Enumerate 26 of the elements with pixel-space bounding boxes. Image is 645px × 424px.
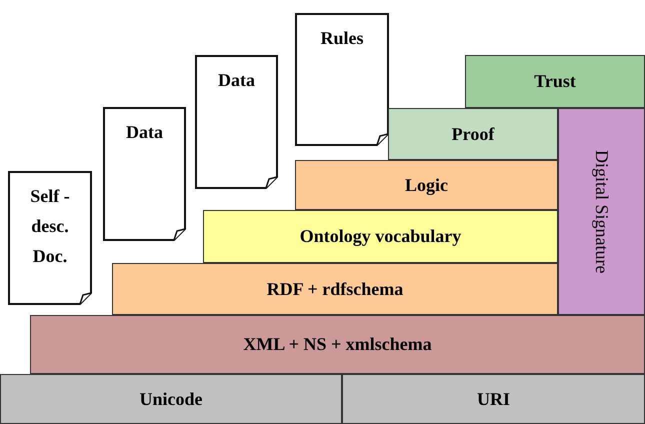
document-page <box>103 107 186 241</box>
document-label: Data <box>218 69 255 92</box>
layer-block <box>203 210 558 263</box>
layer-label: RDF + rdfschema <box>266 278 404 300</box>
document-label: Self - desc. Doc. <box>29 185 71 268</box>
layer-block <box>0 374 342 424</box>
layer-label: Digital Signature <box>591 150 613 274</box>
layer-block <box>295 160 558 210</box>
layer-label: URI <box>476 388 510 410</box>
layer-block <box>558 108 645 315</box>
document-page <box>8 171 92 305</box>
layer-block <box>342 374 645 424</box>
layer-label: XML + NS + xmlschema <box>243 333 432 356</box>
document-page <box>295 13 389 146</box>
layer-block <box>112 263 558 315</box>
layer-label: Unicode <box>140 388 202 410</box>
document-page <box>195 55 278 189</box>
document-label: Data <box>126 121 163 144</box>
document-label: Rules <box>320 27 364 50</box>
layer-label: Logic <box>405 174 448 197</box>
layer-label: Ontology vocabulary <box>300 225 462 248</box>
layer-label: Proof <box>452 122 494 146</box>
layer-block <box>388 108 558 160</box>
layer-label: Trust <box>534 70 576 93</box>
layer-block <box>465 55 645 108</box>
layer-block <box>30 315 645 374</box>
